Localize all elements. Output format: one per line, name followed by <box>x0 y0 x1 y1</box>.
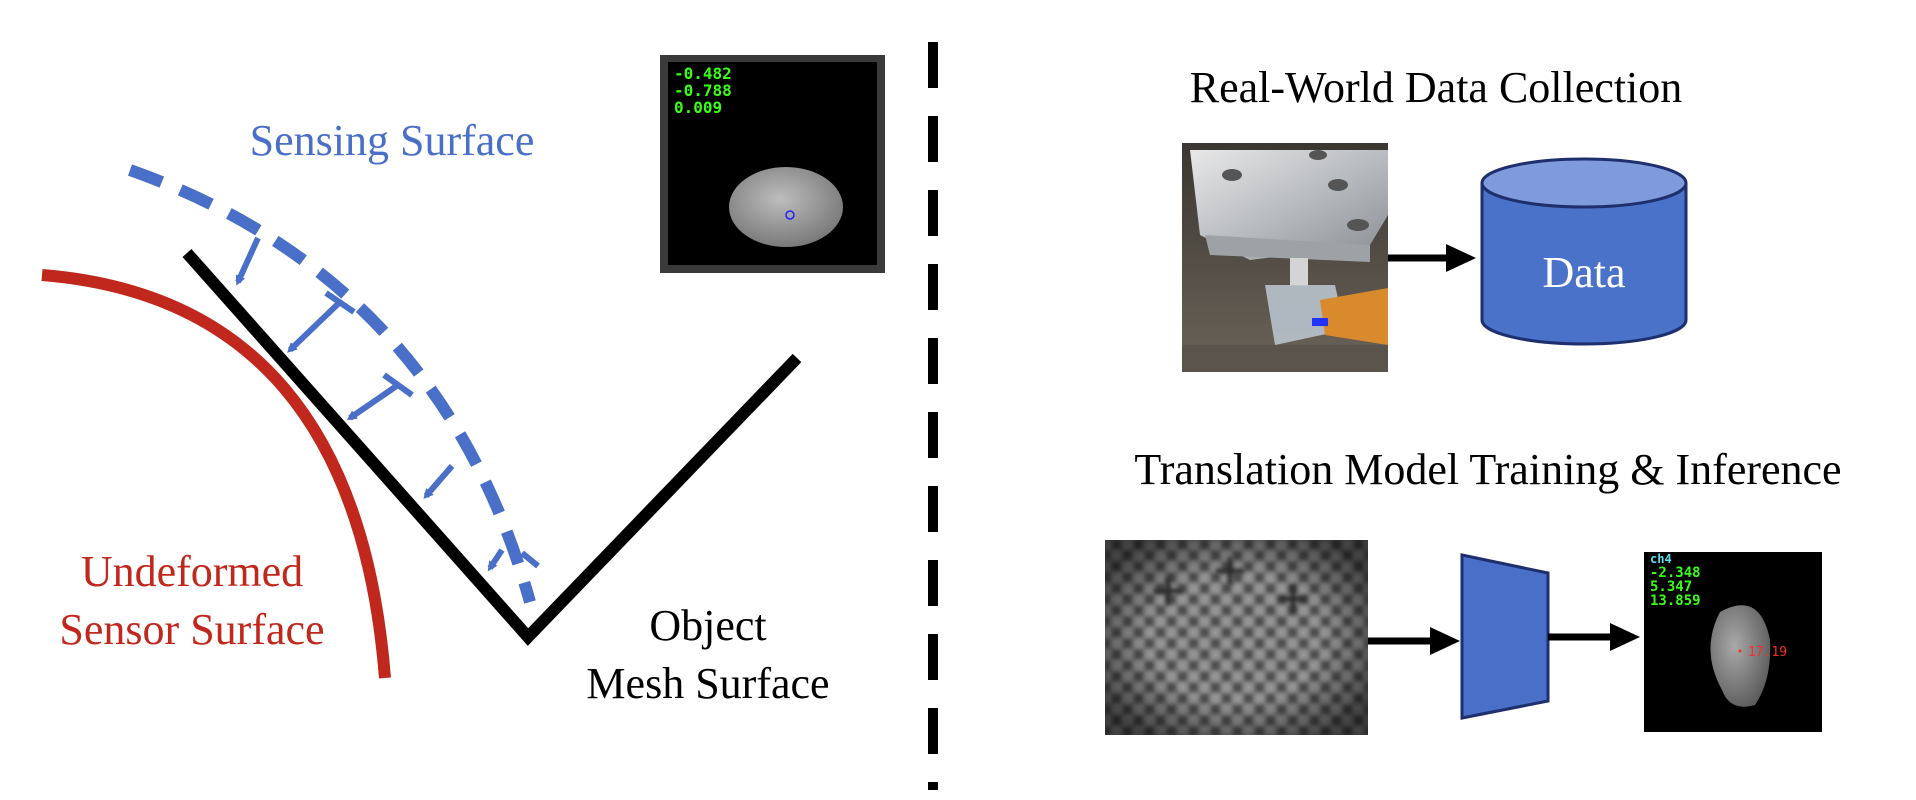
arrow-to-data <box>1388 244 1476 272</box>
arrow-to-output <box>1548 623 1640 651</box>
training-title: Translation Model Training & Inference <box>1134 445 1841 494</box>
output-readout-line3: 13.859 <box>1650 593 1701 609</box>
projection-arrow <box>235 236 261 286</box>
right-panel: Real-World Data Collection Translation M… <box>1105 63 1842 735</box>
inset-readout-line2: -0.788 <box>674 81 732 100</box>
object-label-line1: Object <box>649 601 766 650</box>
output-value-label: 17.19 <box>1748 645 1787 660</box>
undeformed-sensor-surface-arc <box>41 269 391 679</box>
sensing-surface-dashed-arc <box>127 164 536 604</box>
inset-sensor-image: -0.482 -0.788 0.009 <box>660 55 885 273</box>
projection-arrow <box>423 464 455 500</box>
data-collection-title: Real-World Data Collection <box>1190 63 1683 112</box>
output-contact-marker <box>1738 649 1742 653</box>
translation-model-block <box>1460 553 1550 720</box>
undeformed-label-line2: Sensor Surface <box>59 605 324 654</box>
tactile-checkerboard-image <box>1105 540 1368 735</box>
projection-arrow <box>324 290 356 315</box>
output-inference-image: ch4 -2.348 5.347 13.859 17.19 <box>1644 552 1822 732</box>
left-panel: Sensing Surface Undeformed Sensor Surfac… <box>41 55 885 708</box>
projection-arrow <box>346 382 400 421</box>
object-label-line2: Mesh Surface <box>586 659 829 708</box>
robot-setup-photo <box>1182 143 1388 372</box>
inset-readout-line3: 0.009 <box>674 98 722 117</box>
projection-arrow <box>487 548 505 572</box>
projection-arrow <box>382 372 414 398</box>
projection-arrow <box>287 299 343 353</box>
inset-readout-line1: -0.482 <box>674 64 732 83</box>
output-contact-blob <box>1710 605 1771 707</box>
output-readout-line2: 5.347 <box>1650 579 1692 595</box>
sensing-surface-label: Sensing Surface <box>250 116 535 165</box>
database-label: Data <box>1542 248 1625 297</box>
contact-point-marker <box>785 210 795 220</box>
database-cylinder-icon: Data <box>1480 157 1688 346</box>
output-readout-line1: -2.348 <box>1650 565 1701 581</box>
output-channel-label: ch4 <box>1650 552 1672 566</box>
arrow-to-model <box>1368 627 1460 655</box>
projection-arrows <box>235 236 540 572</box>
contact-blob <box>729 167 843 247</box>
object-mesh-surface-line <box>182 249 802 646</box>
undeformed-label-line1: Undeformed <box>81 547 303 596</box>
projection-arrow <box>520 550 540 569</box>
